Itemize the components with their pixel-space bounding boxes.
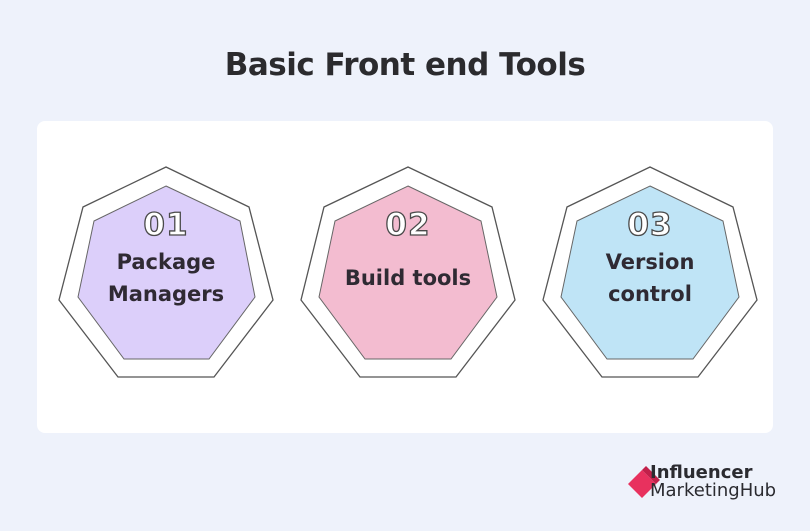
- item-label-03-line2: control: [608, 282, 692, 306]
- item-number-01: 01: [143, 206, 189, 243]
- logo-line1: Influencer: [650, 462, 753, 483]
- page-title: Basic Front end Tools: [224, 47, 586, 83]
- item-label-02: Build tools: [344, 266, 472, 290]
- heptagon-02: [300, 166, 516, 378]
- heptagon-03: [542, 166, 758, 378]
- item-label-01-line2: Managers: [107, 282, 225, 306]
- brand-logo: Influencer MarketingHub: [628, 462, 798, 504]
- item-number-02: 02: [385, 206, 431, 243]
- logo-mark-icon: [628, 466, 660, 498]
- item-number-03: 03: [627, 206, 673, 243]
- logo-line2: MarketingHub: [650, 480, 777, 501]
- item-label-01-line1: Package: [116, 250, 216, 274]
- heptagon-01: [58, 166, 274, 378]
- item-label-03-line1: Version: [605, 250, 695, 274]
